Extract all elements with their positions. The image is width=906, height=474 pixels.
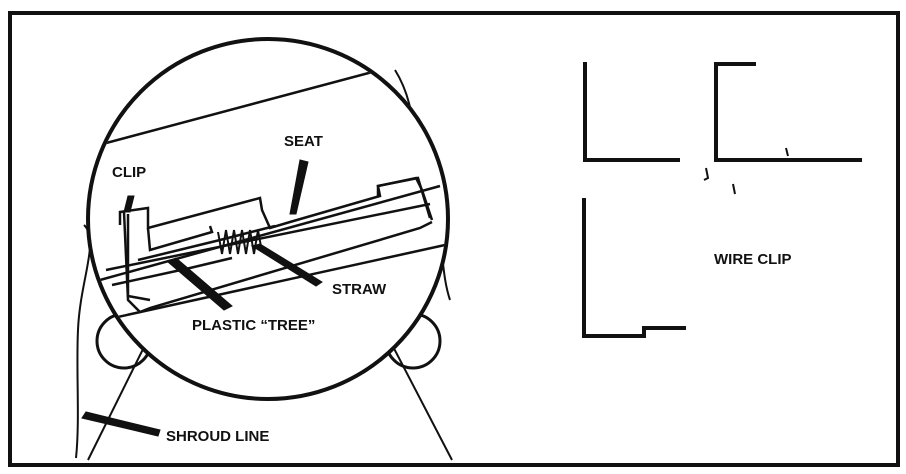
outer-frame	[8, 11, 900, 467]
seat-pointer	[289, 159, 309, 215]
straw-pointer	[250, 243, 323, 287]
wire-clip-shapes	[582, 62, 862, 338]
specks	[703, 147, 789, 195]
tree-pointer	[167, 257, 233, 311]
label-wire-clip: WIRE CLIP	[714, 251, 792, 268]
wire-clip-shape-3	[582, 198, 686, 338]
label-seat: SEAT	[284, 133, 323, 150]
canopy-outline-left	[75, 224, 92, 459]
shroud-lines	[87, 334, 453, 461]
label-straw: STRAW	[332, 281, 387, 298]
wire-clip-shape-1	[583, 62, 680, 162]
shroud-pointer	[81, 411, 161, 437]
label-plastic-tree: PLASTIC “TREE”	[192, 317, 315, 334]
label-clip: CLIP	[112, 164, 146, 181]
pointers	[81, 159, 323, 437]
magnifier-circle	[86, 37, 450, 401]
label-shroud-line: SHROUD LINE	[166, 428, 269, 445]
clip-pointer	[123, 195, 135, 213]
seat-assembly	[90, 64, 446, 324]
wire-clip-shape-2	[714, 62, 862, 162]
